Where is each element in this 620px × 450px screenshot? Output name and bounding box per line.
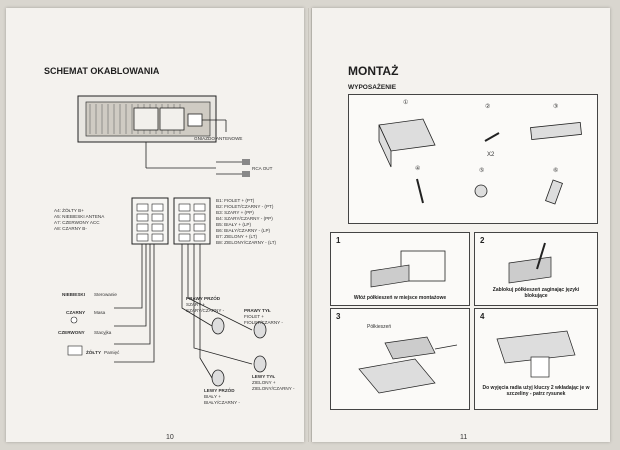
speaker-title: LEWY PRZÓD — [204, 388, 235, 393]
wire-name: CZERWONY — [58, 330, 85, 335]
speaker-title: PRAWY PRZÓD — [186, 296, 221, 301]
mount-title: MONTAŻ — [348, 64, 399, 78]
book-spine — [308, 8, 312, 442]
connector-b-item: B2: FIOLET/CZARNY - (PT) — [216, 204, 274, 209]
step-1: 1 Włóż półkieszeń w miejsce montażowe — [330, 232, 470, 306]
connector-a-item: A4: ŻÓŁTY B+ — [54, 208, 84, 213]
step-caption: Zablokuj półkieszeń zaginając języki blo… — [492, 287, 580, 299]
part-number: ⑤ — [479, 168, 485, 174]
step-number: 2 — [480, 236, 485, 245]
speaker-line: FIOLET + — [244, 314, 264, 319]
connector-a-item: A8: CZARNY B- — [54, 226, 87, 231]
parts-box: ① ② ③ ④ ⑤ ⑥ X2 — [348, 94, 598, 224]
speaker-line: BIAŁY + — [204, 394, 221, 399]
wire-name: NIEBIESKI — [62, 292, 85, 297]
part-number: ② — [485, 104, 491, 110]
connector-b-item: B5: BIAŁY + (LP) — [216, 222, 252, 227]
connector-b-item: B6: BIAŁY/CZARNY - (LP) — [216, 228, 271, 233]
step-4: 4 Do wyjęcia radia użyj kluczy 2 wkładaj… — [474, 308, 598, 410]
rca-label: RCA OUT — [252, 166, 273, 171]
connector-b-item: B4: SZARY/CZARNY - (PP) — [216, 216, 273, 221]
step-drawing — [508, 242, 552, 284]
step-number: 4 — [480, 312, 485, 321]
part-number: ③ — [553, 104, 559, 110]
speaker-line: ZIELONY + — [252, 380, 276, 385]
part-number: ④ — [415, 166, 421, 172]
connector-b-item: B1: FIOLET + (PT) — [216, 198, 255, 203]
speaker-line: SZARY + — [186, 302, 206, 307]
wire-desc: Masa — [94, 310, 106, 315]
speaker-line: BIAŁY/CZARNY - — [204, 400, 240, 405]
step-drawing — [358, 336, 458, 394]
wire-desc: Pamięć — [104, 350, 120, 355]
speaker-title: PRAWY TYŁ — [244, 308, 271, 313]
connector-b-item: B3: SZARY + (PP) — [216, 210, 254, 215]
step-3: 3 Półkieszeń — [330, 308, 470, 410]
connector-b-item: B7: ZIELONY + (LT) — [216, 234, 258, 239]
speaker-line: SZARY/CZARNY - — [186, 308, 225, 313]
equipment-subtitle: WYPOSAŻENIE — [348, 84, 397, 91]
speaker-line: FIOLET/CZARNY - — [244, 320, 283, 325]
connector-a-item: A5: NIEBIESKI ANTENA — [54, 214, 105, 219]
page-right: MONTAŻ WYPOSAŻENIE ① ② ③ ④ ⑤ ⑥ X2 1 — [312, 8, 610, 442]
parts-drawing — [378, 118, 582, 205]
speaker-line: ZIELONY/CZARNY - — [252, 386, 295, 391]
step-caption: Do wyjęcia radia użyj kluczy 2 wkładając… — [482, 385, 590, 397]
step-2: 2 Zablokuj półkieszeń zaginając języki b… — [474, 232, 598, 306]
wire-desc: Sterowanie — [94, 292, 117, 297]
wire-name: ŻÓŁTY — [86, 350, 102, 355]
part-number: ① — [403, 100, 409, 106]
step-drawing — [496, 330, 576, 378]
step-number: 1 — [336, 236, 341, 245]
wiring-title: SCHEMAT OKABLOWANIA — [44, 66, 160, 76]
antenna-label: GNIAZDO ANTENOWE — [194, 136, 243, 141]
page-number: 11 — [460, 434, 468, 441]
wire-desc: Stacyjka — [94, 330, 112, 335]
speaker-title: LEWY TYŁ — [252, 374, 276, 379]
step-number: 3 — [336, 312, 341, 321]
part-number: ⑥ — [553, 168, 559, 174]
step-caption: Włóż półkieszeń w miejsce montażowe — [353, 295, 447, 301]
page-left: SCHEMAT OKABLOWANIA — [6, 8, 304, 442]
step-drawing — [370, 250, 446, 288]
connector-b-item: B8: ZIELONY/CZARNY - (LT) — [216, 240, 277, 245]
wire-name: CZARNY — [66, 310, 86, 315]
x2-label: X2 — [487, 152, 495, 158]
page-number: 10 — [166, 434, 174, 441]
wiring-diagram — [67, 95, 267, 387]
connector-a-item: A7: CZERWONY ACC — [54, 220, 100, 225]
step-label: Półkieszeń — [367, 324, 392, 330]
